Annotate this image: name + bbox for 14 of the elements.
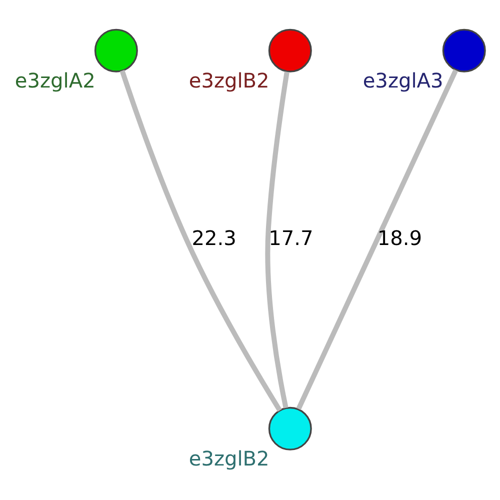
edge-label: 18.9: [377, 225, 422, 250]
node-circle: [268, 406, 312, 450]
edge-label: 22.3: [192, 225, 236, 250]
node-label: e3zglA2: [14, 68, 96, 92]
node-label: e3zglB2: [188, 68, 270, 92]
node-circle: [442, 28, 486, 72]
node-circle: [94, 28, 138, 72]
connector: [265, 70, 290, 408]
connector: [120, 69, 282, 412]
connector: [296, 68, 458, 410]
node-circle: [268, 28, 312, 72]
node-label: e3zglB2: [188, 446, 270, 470]
edge-label: 17.7: [268, 225, 314, 250]
node-label: e3zglA3: [362, 68, 444, 92]
